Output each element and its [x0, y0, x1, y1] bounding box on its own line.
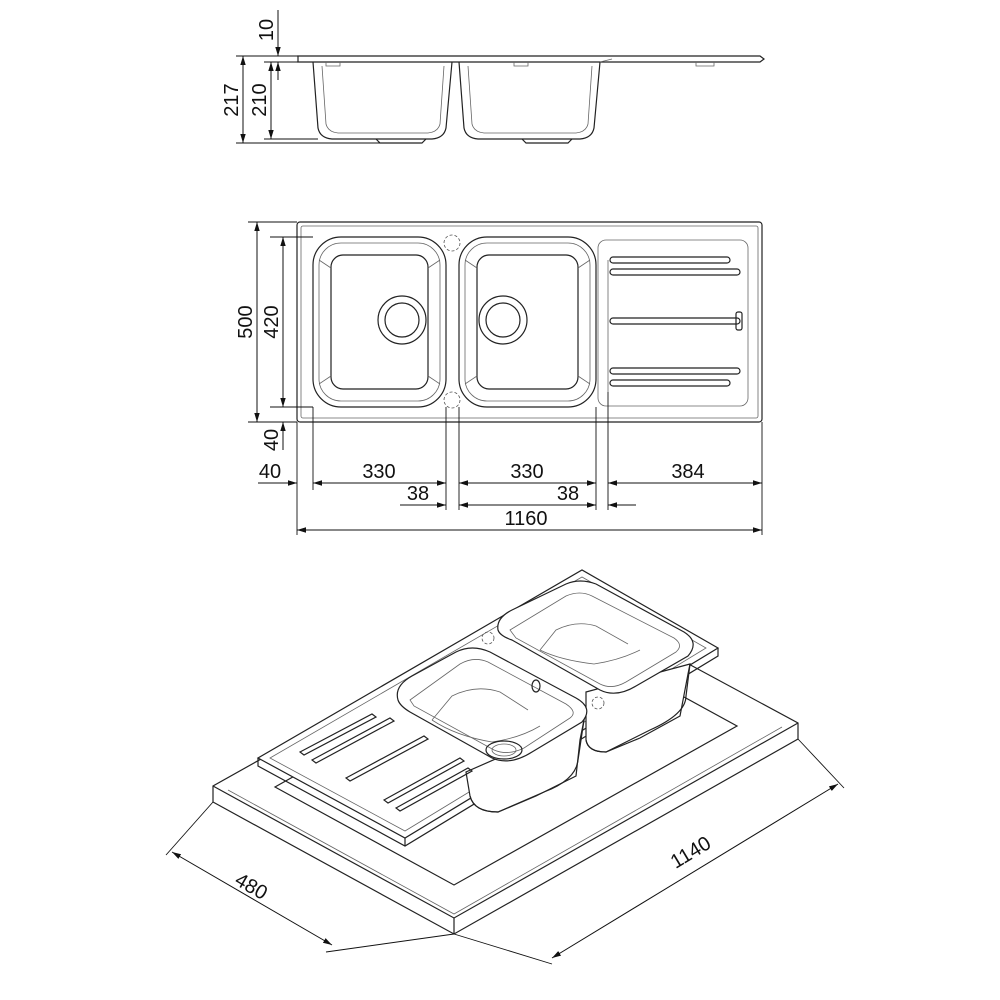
top-bowl-2: [458, 236, 597, 408]
dim-top-38-a: 38: [407, 483, 429, 505]
sink-outline: [296, 221, 763, 423]
tap-hole-bottom: [443, 391, 461, 409]
dim-top-500: 500: [235, 305, 257, 338]
side-rim: [297, 55, 765, 63]
dim-side-210: 210: [249, 83, 271, 116]
drain-1: [377, 295, 427, 345]
side-bowl-2: [458, 61, 601, 140]
tap-hole-top: [443, 234, 461, 252]
side-view: 10 217 210: [221, 10, 765, 144]
dim-side-217: 217: [221, 83, 243, 116]
isometric-view: 480 1140: [165, 569, 845, 965]
dim-top-384: 384: [671, 461, 704, 483]
dim-top-40-horizontal: 40: [259, 461, 281, 483]
dim-side-10: 10: [256, 19, 278, 41]
dim-top-330-a: 330: [362, 461, 395, 483]
iso-bowl-2: [497, 580, 694, 694]
drainer-grooves: [607, 256, 743, 392]
side-bowl-1: [312, 61, 453, 140]
dim-iso-480: 480: [231, 869, 271, 905]
dim-top-38-b: 38: [557, 483, 579, 505]
top-view: 500 420 40 40 330 330 384 38 38 1160: [235, 221, 763, 535]
drain-2: [478, 295, 528, 345]
iso-sink: [256, 569, 720, 847]
iso-drain: [485, 740, 523, 760]
dim-top-420: 420: [261, 305, 283, 338]
dim-top-40-vertical: 40: [261, 429, 283, 451]
dim-top-330-b: 330: [510, 461, 543, 483]
overflow-slot: [735, 311, 743, 331]
iso-bowl-1: [396, 647, 588, 762]
iso-drainer-grooves: [298, 713, 474, 812]
dim-top-1160: 1160: [504, 508, 547, 530]
dim-iso-1140: 1140: [667, 832, 715, 873]
top-bowl-1: [312, 236, 447, 408]
